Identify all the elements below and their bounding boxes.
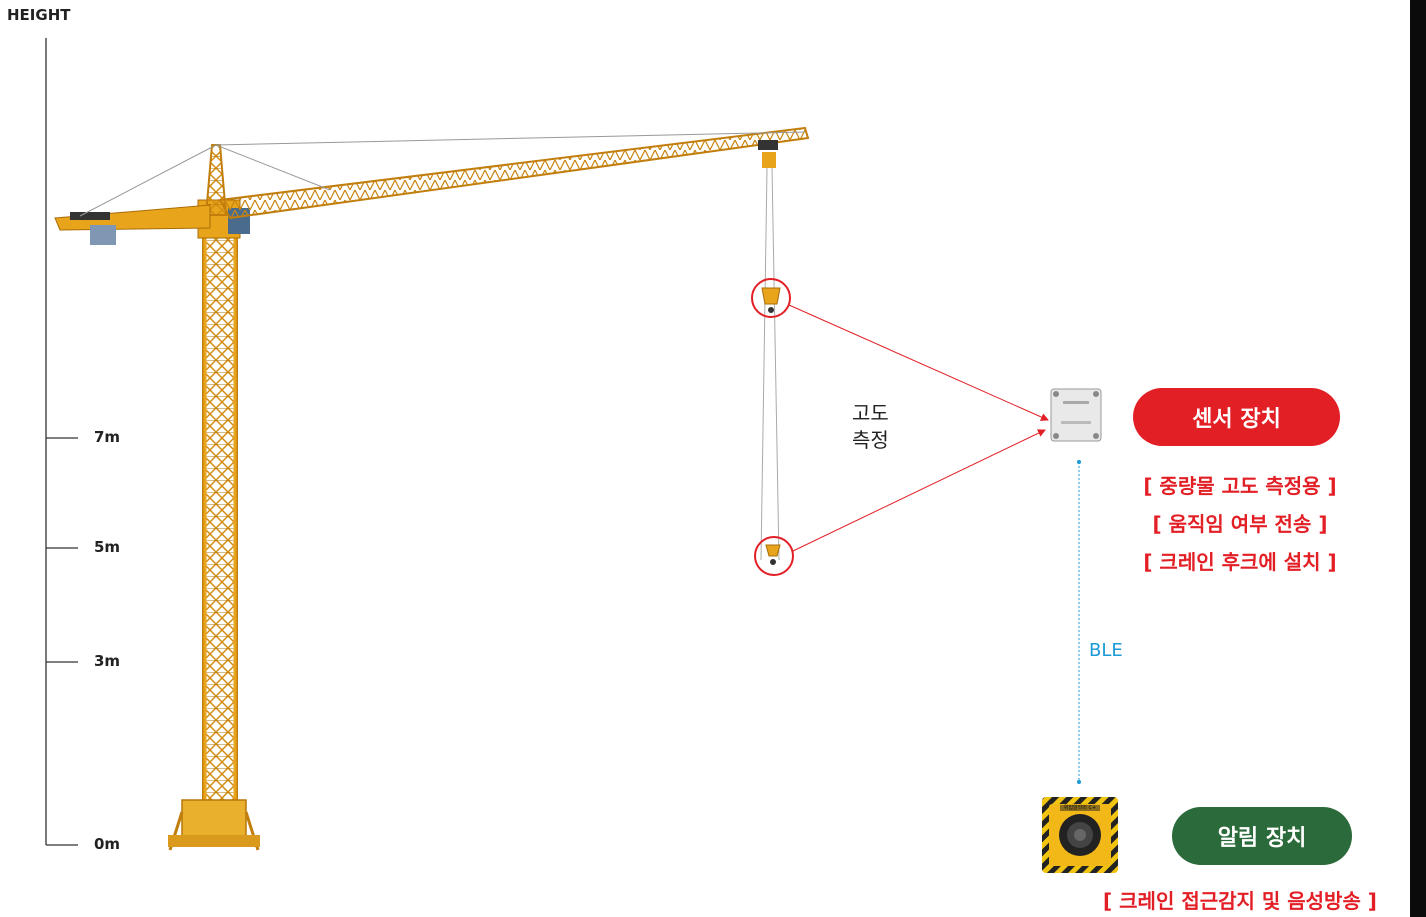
- sensor-note-2: [ 움직임 여부 전송 ]: [1152, 512, 1328, 536]
- sensor-device-icon: [1050, 388, 1102, 442]
- tick-label-5m: 5m: [94, 538, 121, 556]
- alarm-device-label: 위험알리미 C+: [1063, 805, 1097, 811]
- ble-link-label: BLE: [1089, 640, 1123, 661]
- alarm-device-badge: 알림 장치: [1172, 807, 1352, 865]
- tick-label-3m: 3m: [94, 652, 121, 670]
- tick-label-7m: 7m: [94, 428, 121, 446]
- upper-hook-highlight: [751, 278, 791, 318]
- alarm-device-icon: [1042, 797, 1118, 873]
- height-axis: [45, 38, 78, 846]
- tick-label-0m: 0m: [94, 835, 121, 853]
- sensor-device-badge: 센서 장치: [1133, 388, 1340, 446]
- sensor-note-3: [ 크레인 후크에 설치 ]: [1143, 550, 1337, 574]
- sensor-note-1: [ 중량물 고도 측정용 ]: [1143, 474, 1337, 498]
- axis-title: HEIGHT: [7, 6, 71, 24]
- altitude-measurement-label: 고도 측정: [852, 401, 889, 452]
- alarm-note: [ 크레인 접근감지 및 음성방송 ]: [1103, 889, 1377, 913]
- lower-arrow: [792, 429, 1046, 552]
- tower-crane-illustration: [54, 126, 810, 851]
- lower-hook-highlight: [754, 536, 794, 576]
- upper-arrow: [788, 304, 1049, 421]
- right-edge-strip: [1410, 0, 1426, 917]
